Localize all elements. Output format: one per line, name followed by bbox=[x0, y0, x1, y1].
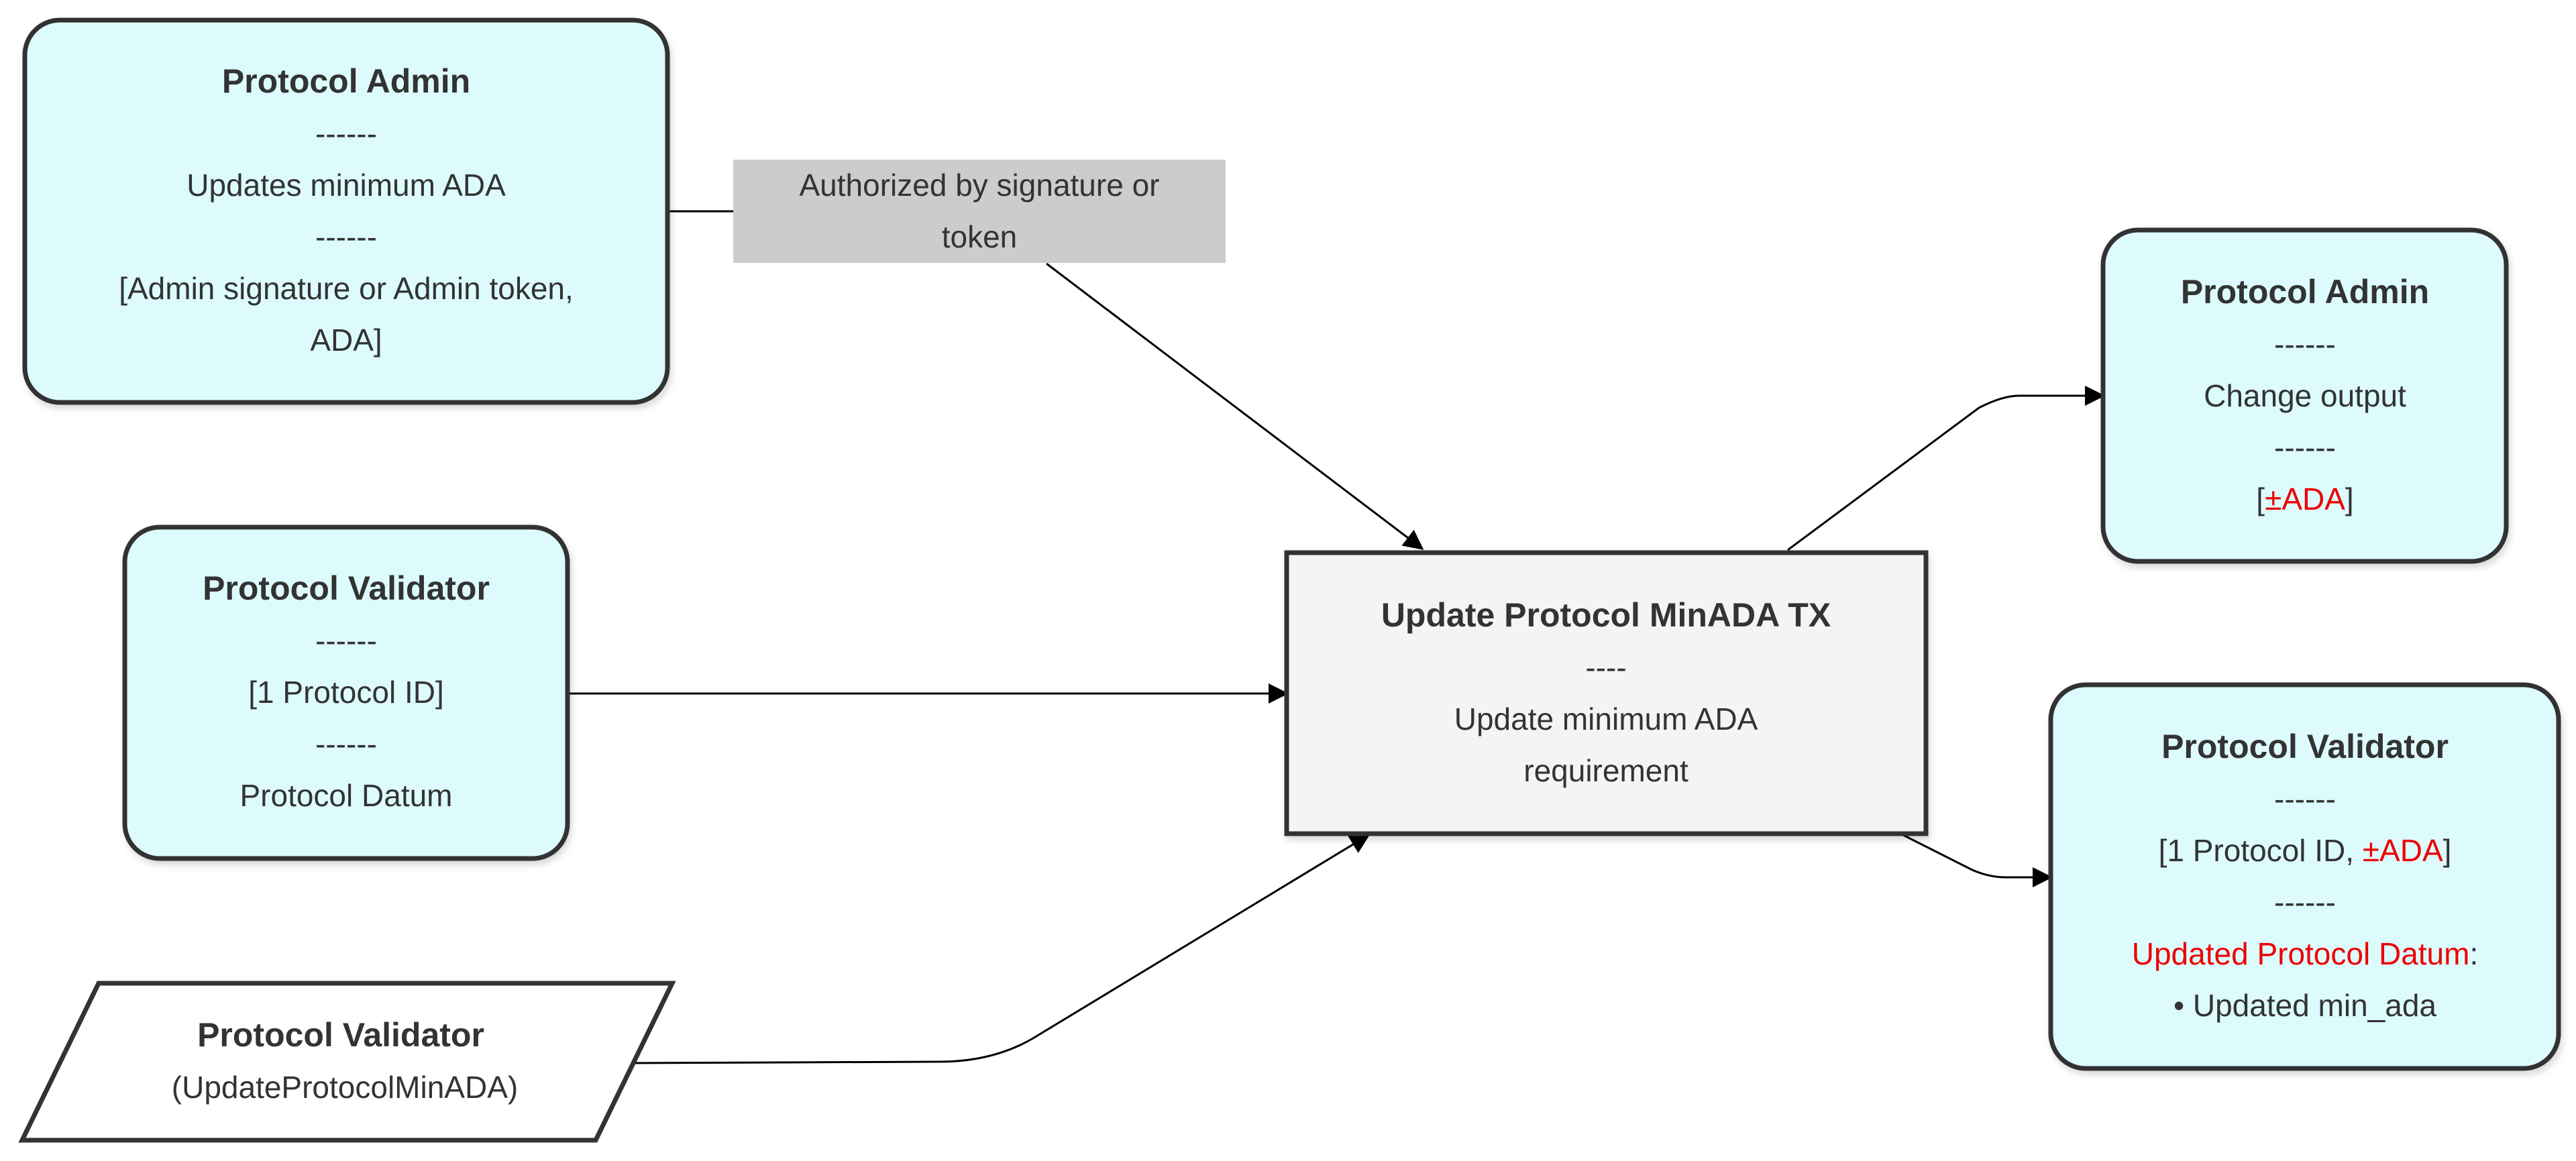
output-validator-title: Protocol Validator bbox=[2161, 728, 2449, 765]
output-admin-sep2: ------ bbox=[2274, 430, 2336, 465]
redeemer-subtitle: (UpdateProtocolMinADA) bbox=[172, 1070, 518, 1105]
output-validator-datum: Updated Protocol Datum bbox=[2132, 936, 2470, 971]
output-validator-id-line: [1 Protocol ID, ±ADA] bbox=[2159, 833, 2452, 868]
input-admin-line2a: [Admin signature or Admin token, bbox=[119, 271, 574, 306]
transaction-line1: Update minimum ADA bbox=[1454, 702, 1758, 736]
edge-tx-to-validator-output bbox=[1901, 833, 2053, 887]
output-protocol-validator-box bbox=[2048, 682, 2561, 1071]
transaction-node: Update Protocol MinADA TX ---- Update mi… bbox=[1284, 550, 1929, 836]
edge-admin-to-tx bbox=[667, 210, 1422, 549]
edge-label-background bbox=[733, 160, 1226, 263]
input-admin-title: Protocol Admin bbox=[222, 62, 470, 100]
output-protocol-validator-node: Protocol Validator ------ [1 Protocol ID… bbox=[2048, 682, 2561, 1071]
input-protocol-validator-node: Protocol Validator ------ [1 Protocol ID… bbox=[122, 524, 570, 861]
input-protocol-admin-box bbox=[22, 17, 670, 405]
output-admin-title: Protocol Admin bbox=[2181, 273, 2429, 311]
input-validator-sep1: ------ bbox=[315, 623, 377, 658]
output-validator-bullet: • Updated min_ada bbox=[2174, 988, 2436, 1023]
output-admin-sep1: ------ bbox=[2274, 327, 2336, 362]
output-validator-id-prefix: [1 Protocol ID, bbox=[2159, 833, 2363, 868]
output-protocol-admin-node: Protocol Admin ------ Change output ----… bbox=[2100, 227, 2509, 564]
edge-tx-to-admin-output bbox=[1787, 386, 2105, 551]
redeemer-parallelogram bbox=[18, 981, 676, 1143]
input-validator-title: Protocol Validator bbox=[203, 569, 490, 607]
output-validator-sep1: ------ bbox=[2274, 781, 2336, 816]
output-admin-ada-line: [±ADA] bbox=[2256, 482, 2353, 516]
input-admin-line2b: ADA] bbox=[310, 323, 382, 357]
input-admin-sep1: ------ bbox=[315, 116, 377, 151]
transaction-title: Update Protocol MinADA TX bbox=[1381, 596, 1831, 634]
transaction-line2: requirement bbox=[1523, 753, 1688, 788]
redeemer-title: Protocol Validator bbox=[197, 1016, 484, 1054]
edge-redeemer-to-tx bbox=[630, 834, 1371, 1064]
input-admin-sep2: ------ bbox=[315, 219, 377, 254]
output-validator-colon: : bbox=[2469, 936, 2478, 971]
input-validator-sep2: ------ bbox=[315, 726, 377, 761]
output-protocol-admin-box bbox=[2100, 227, 2509, 564]
output-admin-line1: Change output bbox=[2204, 378, 2406, 413]
redeemer-node: Protocol Validator (UpdateProtocolMinADA… bbox=[18, 981, 676, 1143]
output-admin-ada: ±ADA bbox=[2265, 482, 2345, 516]
output-validator-sep2: ------ bbox=[2274, 885, 2336, 920]
output-admin-bracket-open: [ bbox=[2256, 482, 2265, 516]
input-validator-line1: [1 Protocol ID] bbox=[248, 675, 443, 710]
input-protocol-admin-node: Protocol Admin ------ Updates minimum AD… bbox=[22, 17, 670, 405]
output-validator-bracket-close: ] bbox=[2443, 833, 2452, 868]
transaction-box bbox=[1284, 550, 1929, 836]
input-validator-line2: Protocol Datum bbox=[239, 778, 452, 813]
output-validator-datum-line: Updated Protocol Datum: bbox=[2132, 936, 2479, 971]
edge-label-authorization: Authorized by signature or token bbox=[733, 160, 1226, 263]
input-admin-line1: Updates minimum ADA bbox=[186, 168, 506, 203]
edge-label-line2: token bbox=[942, 219, 1018, 254]
edge-label-line1: Authorized by signature or bbox=[800, 168, 1160, 203]
input-protocol-validator-box bbox=[122, 524, 570, 861]
output-admin-bracket-close: ] bbox=[2345, 482, 2354, 516]
output-validator-ada: ±ADA bbox=[2363, 833, 2443, 868]
transaction-sep: ---- bbox=[1585, 650, 1626, 685]
